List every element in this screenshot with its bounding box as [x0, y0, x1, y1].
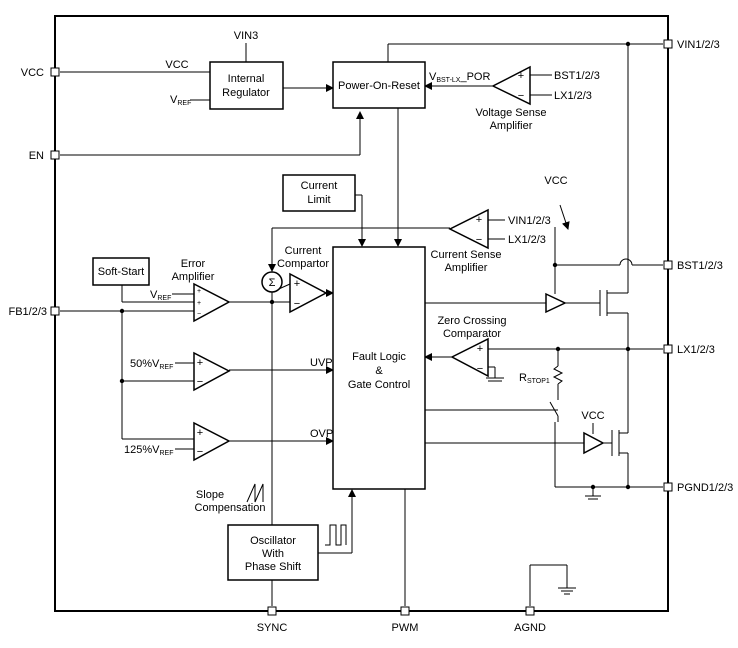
svg-text:−: − [477, 363, 483, 375]
svg-text:−: − [476, 234, 482, 246]
svg-text:BST1/2/3: BST1/2/3 [554, 70, 600, 82]
pin-vcc: VCC [21, 67, 60, 79]
svg-text:Slope: Slope [196, 489, 224, 501]
svg-text:Oscillator: Oscillator [250, 535, 296, 547]
voltage-sense-amplifier: + − [491, 65, 531, 106]
svg-text:SYNC: SYNC [257, 622, 288, 634]
rstop-label: RSTOP1 [519, 372, 550, 385]
svg-text:VCC: VCC [165, 59, 188, 71]
soft-start-block: Soft-Start [92, 257, 150, 286]
pin-sync: SYNC [257, 606, 288, 634]
svg-text:+: + [197, 357, 203, 369]
svg-text:PGND1/2/3: PGND1/2/3 [677, 482, 733, 494]
svg-text:LX1/2/3: LX1/2/3 [554, 90, 592, 102]
pin-pwm: PWM [392, 606, 419, 634]
svg-text:Amplifier: Amplifier [172, 271, 215, 283]
svg-text:Limit: Limit [307, 194, 330, 206]
zero-crossing-comparator: + − [450, 337, 489, 378]
error-amplifier: + + − [193, 282, 231, 323]
svg-text:Amplifier: Amplifier [490, 120, 533, 132]
svg-text:VCC: VCC [581, 410, 604, 422]
pin-fb: FB1/2/3 [8, 306, 60, 318]
regulator-vref-label: VREF [170, 94, 191, 107]
svg-text:+: + [197, 288, 201, 295]
fault-logic-block: Fault Logic & Gate Control [332, 246, 426, 490]
pin-vin: VIN1/2/3 [663, 39, 720, 51]
svg-text:−: − [197, 311, 201, 318]
svg-text:+: + [197, 427, 203, 439]
svg-text:Error: Error [181, 258, 206, 270]
svg-text:+: + [294, 278, 300, 290]
svg-text:Gate Control: Gate Control [348, 379, 410, 391]
ovp-comparator: + − [193, 421, 231, 462]
internal-regulator-block: Internal Regulator [209, 61, 284, 110]
svg-text:VCC: VCC [544, 175, 567, 187]
pin-agnd: AGND [514, 606, 546, 634]
pin-lx: LX1/2/3 [663, 344, 715, 356]
pin-en: EN [29, 150, 60, 162]
svg-text:−: − [518, 90, 524, 102]
svg-text:BST1/2/3: BST1/2/3 [677, 260, 723, 272]
pin-pgnd: PGND1/2/3 [663, 482, 733, 494]
svg-text:+: + [518, 70, 524, 82]
high-side-driver [545, 292, 567, 314]
svg-text:Fault Logic: Fault Logic [352, 351, 406, 363]
power-on-reset-block: Power-On-Reset [332, 61, 426, 109]
svg-text:LX1/2/3: LX1/2/3 [508, 234, 546, 246]
oscillator-block: Oscillator With Phase Shift [227, 524, 319, 581]
svg-text:AGND: AGND [514, 622, 546, 634]
svg-text:Regulator: Regulator [222, 87, 270, 99]
summing-node: Σ [261, 271, 283, 293]
svg-text:Voltage Sense: Voltage Sense [476, 107, 547, 119]
svg-text:Current Sense: Current Sense [431, 249, 502, 261]
junction-dots [119, 41, 631, 490]
svg-text:VCC: VCC [21, 67, 44, 79]
svg-text:VIN1/2/3: VIN1/2/3 [508, 215, 551, 227]
svg-text:+: + [476, 214, 482, 226]
svg-text:−: − [294, 298, 300, 310]
svg-text:&: & [375, 365, 383, 377]
svg-text:Soft-Start: Soft-Start [98, 266, 144, 278]
svg-text:With: With [262, 548, 284, 560]
svg-text:VIN3: VIN3 [234, 30, 258, 42]
svg-text:UVP: UVP [310, 357, 333, 369]
svg-text:Compensation: Compensation [195, 502, 266, 514]
svg-text:FB1/2/3: FB1/2/3 [8, 306, 47, 318]
current-sense-amplifier: + − [448, 208, 489, 250]
svg-text:Comparator: Comparator [443, 328, 501, 340]
svg-text:−: − [197, 446, 203, 458]
svg-text:Internal: Internal [228, 73, 265, 85]
svg-text:Phase Shift: Phase Shift [245, 561, 301, 573]
current-limit-block: Current Limit [282, 174, 356, 212]
vbst-por-label: VBST-LX_POR [429, 71, 490, 84]
svg-text:Amplifier: Amplifier [445, 262, 488, 274]
wires [60, 43, 663, 606]
uvp-ref-label: 50%VREF [130, 358, 173, 371]
svg-text:Current: Current [301, 180, 338, 192]
svg-text:−: − [197, 376, 203, 388]
svg-text:EN: EN [29, 150, 44, 162]
svg-text:Zero Crossing: Zero Crossing [437, 315, 506, 327]
svg-text:Σ: Σ [269, 277, 276, 289]
svg-text:LX1/2/3: LX1/2/3 [677, 344, 715, 356]
svg-text:+: + [477, 343, 483, 355]
svg-text:Compartor: Compartor [277, 258, 329, 270]
labels: VIN3 VCC VREF VBST-LX_POR BST1/2/3 LX1/2… [124, 30, 605, 514]
svg-text:OVP: OVP [310, 428, 333, 440]
svg-text:PWM: PWM [392, 622, 419, 634]
low-side-driver [583, 431, 605, 455]
current-comparator: + − [289, 272, 328, 314]
svg-text:+: + [197, 300, 201, 307]
error-amp-vref-label: VREF [150, 289, 171, 302]
ovp-ref-label: 125%VREF [124, 444, 173, 457]
svg-text:VIN1/2/3: VIN1/2/3 [677, 39, 720, 51]
uvp-comparator: + − [193, 351, 231, 392]
svg-text:Current: Current [285, 245, 322, 257]
pin-bst: BST1/2/3 [663, 260, 723, 272]
svg-text:Power-On-Reset: Power-On-Reset [338, 80, 420, 92]
